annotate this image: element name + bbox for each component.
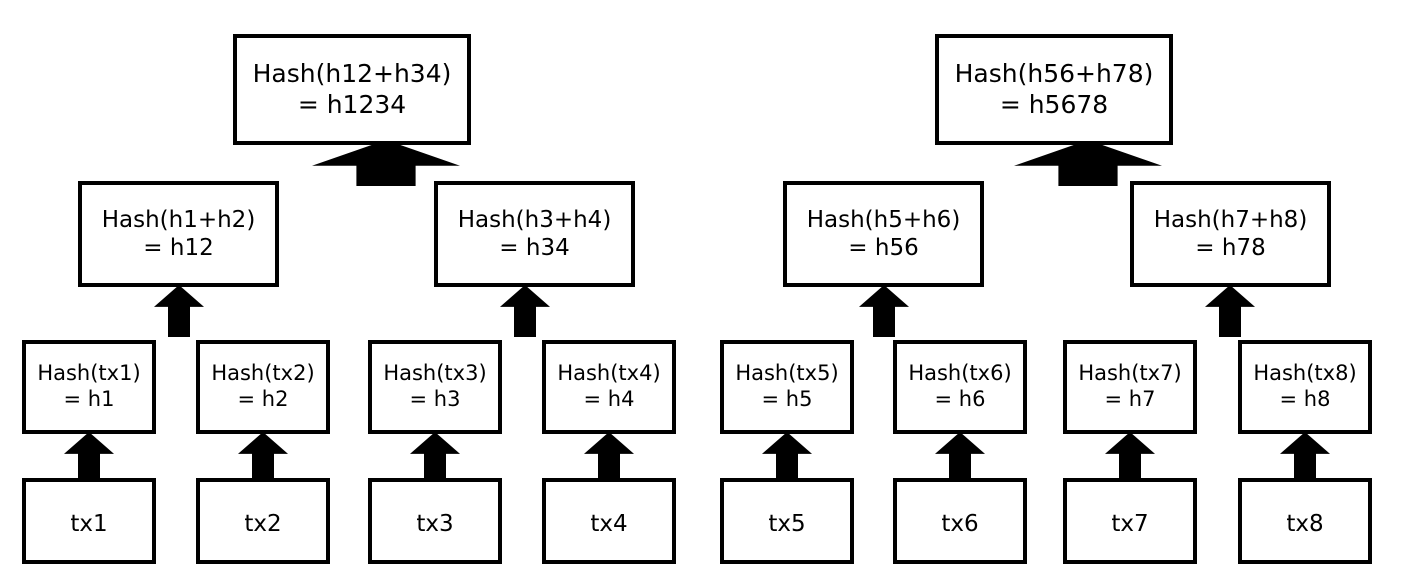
node-h8-line1: Hash(tx8) bbox=[1253, 361, 1357, 386]
node-h78-line1: Hash(h7+h8) bbox=[1153, 206, 1308, 233]
node-tx2: tx2 bbox=[196, 478, 330, 564]
node-h5678: Hash(h56+h78) = h5678 bbox=[935, 34, 1173, 145]
node-h12-line1: Hash(h1+h2) bbox=[101, 206, 256, 233]
node-tx3-label: tx3 bbox=[416, 511, 454, 537]
node-tx4-label: tx4 bbox=[590, 511, 628, 537]
node-h7: Hash(tx7) = h7 bbox=[1063, 340, 1197, 434]
node-h1234-line2: = h1234 bbox=[297, 89, 407, 119]
node-tx6-label: tx6 bbox=[941, 511, 979, 537]
node-tx5: tx5 bbox=[720, 478, 854, 564]
node-h3: Hash(tx3) = h3 bbox=[368, 340, 502, 434]
arrow-h1-h2-to-h12 bbox=[154, 285, 204, 337]
node-h6-line2: = h6 bbox=[934, 387, 986, 411]
arrow-h5-h6-to-h56 bbox=[859, 285, 909, 337]
node-h5: Hash(tx5) = h5 bbox=[720, 340, 854, 434]
node-tx7: tx7 bbox=[1063, 478, 1197, 564]
node-tx1-label: tx1 bbox=[70, 511, 108, 537]
node-h4-line1: Hash(tx4) bbox=[557, 361, 661, 386]
node-h4: Hash(tx4) = h4 bbox=[542, 340, 676, 434]
node-tx1: tx1 bbox=[22, 478, 156, 564]
node-h4-line2: = h4 bbox=[583, 387, 635, 411]
node-h8-line2: = h8 bbox=[1279, 387, 1331, 411]
arrow-h7-h8-to-h78 bbox=[1205, 285, 1255, 337]
node-h5678-line1: Hash(h56+h78) bbox=[954, 59, 1154, 88]
node-h2-line2: = h2 bbox=[237, 387, 289, 411]
node-h78: Hash(h7+h8) = h78 bbox=[1130, 181, 1331, 287]
node-h3-line1: Hash(tx3) bbox=[383, 361, 487, 386]
node-h56-line2: = h56 bbox=[848, 235, 919, 261]
node-tx6: tx6 bbox=[893, 478, 1027, 564]
node-h6-line1: Hash(tx6) bbox=[908, 361, 1012, 386]
node-h2-line1: Hash(tx2) bbox=[211, 361, 315, 386]
arrow-tx1-to-h1 bbox=[64, 432, 114, 484]
node-h78-line2: = h78 bbox=[1195, 235, 1266, 261]
arrow-tx7-to-h7 bbox=[1105, 432, 1155, 484]
node-tx4: tx4 bbox=[542, 478, 676, 564]
node-h34: Hash(h3+h4) = h34 bbox=[434, 181, 635, 287]
node-h5-line1: Hash(tx5) bbox=[735, 361, 839, 386]
node-h5-line2: = h5 bbox=[761, 387, 813, 411]
node-tx7-label: tx7 bbox=[1111, 511, 1149, 537]
node-h8: Hash(tx8) = h8 bbox=[1238, 340, 1372, 434]
node-tx2-label: tx2 bbox=[244, 511, 282, 537]
node-h3-line2: = h3 bbox=[409, 387, 461, 411]
arrow-h12-h34-to-h1234 bbox=[312, 140, 460, 186]
node-h1234: Hash(h12+h34) = h1234 bbox=[233, 34, 471, 145]
arrow-tx2-to-h2 bbox=[238, 432, 288, 484]
node-tx8-label: tx8 bbox=[1286, 511, 1324, 537]
node-h7-line1: Hash(tx7) bbox=[1078, 361, 1182, 386]
node-tx3: tx3 bbox=[368, 478, 502, 564]
node-h56: Hash(h5+h6) = h56 bbox=[783, 181, 984, 287]
node-h6: Hash(tx6) = h6 bbox=[893, 340, 1027, 434]
node-tx5-label: tx5 bbox=[768, 511, 806, 537]
node-h12-line2: = h12 bbox=[143, 235, 214, 261]
node-h34-line2: = h34 bbox=[499, 235, 570, 261]
node-h34-line1: Hash(h3+h4) bbox=[457, 206, 612, 233]
arrow-tx6-to-h6 bbox=[935, 432, 985, 484]
node-h1: Hash(tx1) = h1 bbox=[22, 340, 156, 434]
node-h2: Hash(tx2) = h2 bbox=[196, 340, 330, 434]
node-h5678-line2: = h5678 bbox=[999, 89, 1109, 119]
arrow-h3-h4-to-h34 bbox=[500, 285, 550, 337]
node-h56-line1: Hash(h5+h6) bbox=[806, 206, 961, 233]
node-h1-line2: = h1 bbox=[63, 387, 115, 411]
node-h1-line1: Hash(tx1) bbox=[37, 361, 141, 386]
arrow-tx8-to-h8 bbox=[1280, 432, 1330, 484]
arrow-h56-h78-to-h5678 bbox=[1014, 140, 1162, 186]
arrow-tx5-to-h5 bbox=[762, 432, 812, 484]
arrow-tx3-to-h3 bbox=[410, 432, 460, 484]
node-tx8: tx8 bbox=[1238, 478, 1372, 564]
arrow-tx4-to-h4 bbox=[584, 432, 634, 484]
node-h7-line2: = h7 bbox=[1104, 387, 1156, 411]
node-h1234-line1: Hash(h12+h34) bbox=[252, 59, 452, 88]
node-h12: Hash(h1+h2) = h12 bbox=[78, 181, 279, 287]
